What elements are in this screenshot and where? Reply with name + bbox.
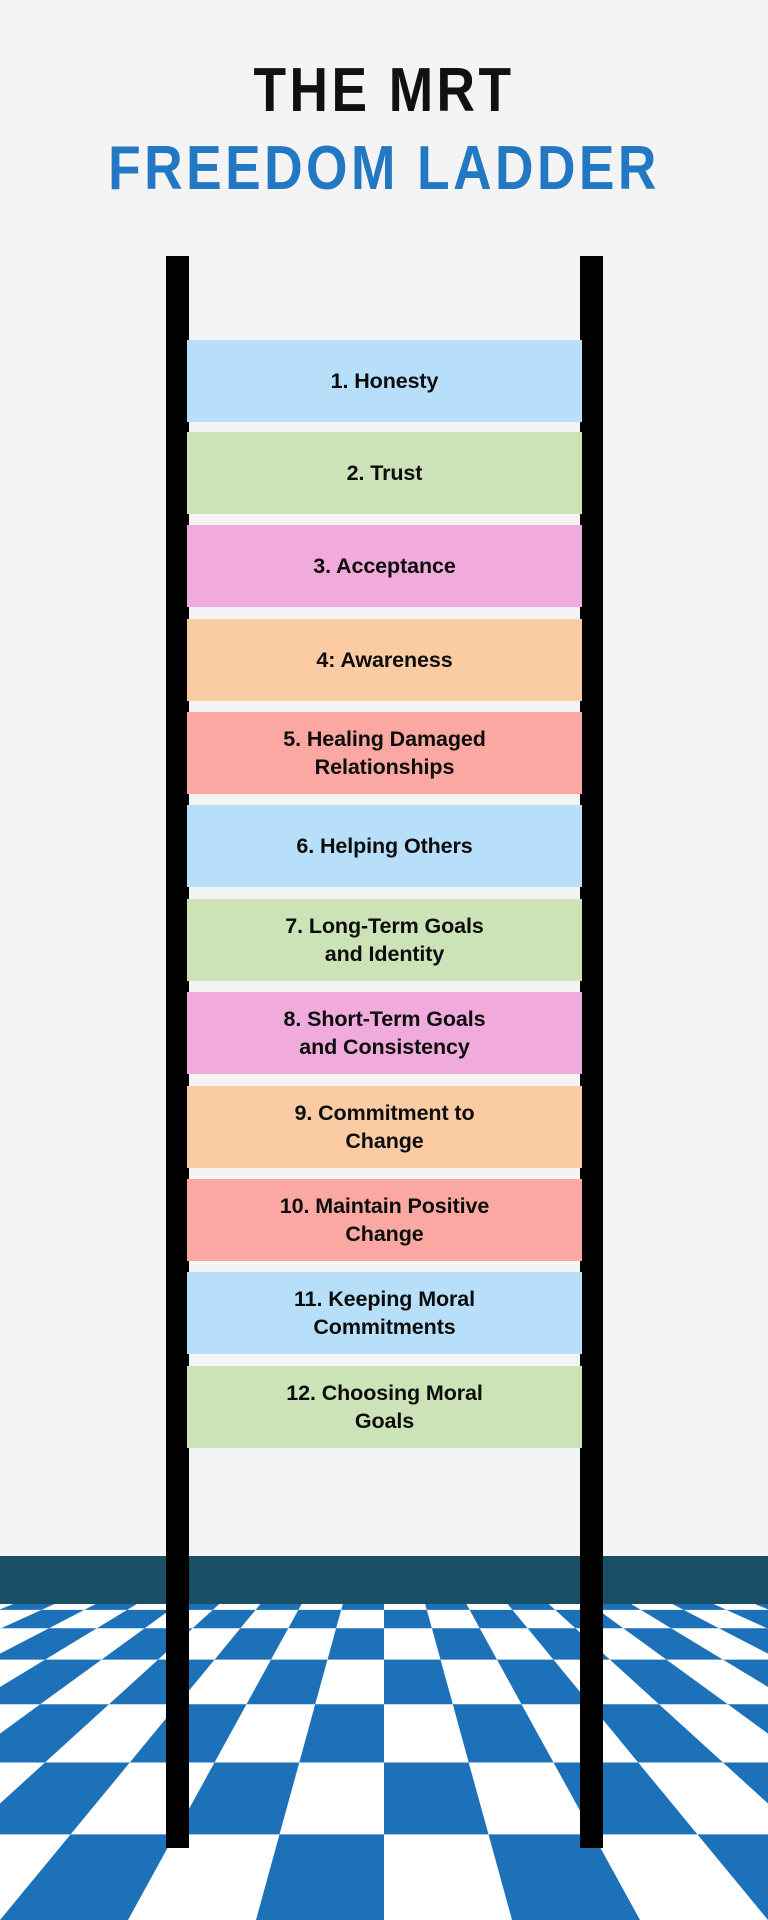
floor-tile xyxy=(0,1762,130,1835)
floor-tile xyxy=(452,1704,554,1763)
perspective-tiles xyxy=(0,1604,768,1920)
title-line-primary: THE MRT xyxy=(253,56,515,125)
floor-tile xyxy=(0,1704,109,1763)
floor-tile xyxy=(214,1628,289,1660)
rung-label: 1. Honesty xyxy=(330,369,439,393)
floor-tile xyxy=(469,1609,528,1629)
floor-tile xyxy=(0,1604,55,1610)
ladder-rung-12[interactable]: 12. Choosing Moral Goals xyxy=(187,1366,582,1448)
ladder-rung-8[interactable]: 8. Short-Term Goals and Consistency xyxy=(187,992,582,1074)
rung-label: 5. Healing Damaged Relationships xyxy=(283,727,486,779)
floor-tile xyxy=(431,1628,497,1660)
floor-tile xyxy=(425,1604,470,1610)
floor-tile xyxy=(341,1604,384,1610)
floor-tile xyxy=(640,1609,719,1629)
ladder-rung-5[interactable]: 5. Healing Damaged Relationships xyxy=(187,712,582,794)
floor-tile xyxy=(384,1659,453,1705)
ladder-rung-9[interactable]: 9. Commitment to Change xyxy=(187,1086,582,1168)
rung-label: 4: Awareness xyxy=(316,648,453,672)
ladder-rung-3[interactable]: 3. Acceptance xyxy=(187,525,582,607)
floor-tile xyxy=(726,1609,768,1629)
rung-label: 2. Trust xyxy=(346,461,423,485)
page-title: THE MRT FREEDOM LADDER xyxy=(0,52,768,208)
ladder-rung-4[interactable]: 4: Awareness xyxy=(187,619,582,701)
horizon-band xyxy=(0,1556,768,1604)
floor-tile xyxy=(507,1604,556,1610)
floor-tile xyxy=(590,1704,723,1763)
floor-tile xyxy=(256,1834,384,1920)
rung-label: 9. Commitment to Change xyxy=(294,1101,475,1153)
floor-tile xyxy=(488,1834,640,1920)
title-line-secondary: FREEDOM LADDER xyxy=(108,134,660,203)
floor-tile xyxy=(192,1609,256,1629)
ladder-rail-right xyxy=(580,256,603,1848)
ladder-rung-2[interactable]: 2. Trust xyxy=(187,432,582,514)
floor-tile xyxy=(497,1659,591,1705)
ladder-rung-1[interactable]: 1. Honesty xyxy=(187,340,582,422)
floor-tile xyxy=(623,1628,723,1660)
floor-tile xyxy=(299,1704,384,1763)
rung-label: 7. Long-Term Goals and Identity xyxy=(285,914,484,966)
floor-tile-svg xyxy=(0,1604,768,1920)
floor-tile xyxy=(84,1604,137,1610)
ladder-rung-7[interactable]: 7. Long-Term Goals and Identity xyxy=(187,899,582,981)
floor-tile xyxy=(96,1609,170,1629)
floor-tile xyxy=(255,1604,302,1610)
floor-tile xyxy=(246,1659,328,1705)
floor-tile xyxy=(288,1609,342,1629)
floor-tile xyxy=(672,1604,727,1610)
floor-tile xyxy=(0,1659,102,1705)
floor-tile xyxy=(609,1659,728,1705)
floor-tile xyxy=(384,1762,489,1835)
floor-tile xyxy=(0,1628,97,1660)
floor-tile xyxy=(384,1609,432,1629)
rung-label: 11. Keeping Moral Commitments xyxy=(293,1287,476,1339)
ladder-rail-left xyxy=(166,256,189,1848)
floor-tile xyxy=(1,1609,85,1629)
checkered-floor xyxy=(0,1556,768,1920)
ladder-rung-11[interactable]: 11. Keeping Moral Commitments xyxy=(187,1272,582,1354)
floor-tile xyxy=(175,1762,300,1835)
rung-label: 12. Choosing Moral Goals xyxy=(286,1381,483,1433)
ladder-rung-6[interactable]: 6. Helping Others xyxy=(187,805,582,887)
rung-label: 6. Helping Others xyxy=(296,834,473,858)
rung-label: 3. Acceptance xyxy=(313,554,456,578)
rung-label: 8. Short-Term Goals and Consistency xyxy=(283,1007,486,1059)
floor-tile xyxy=(327,1628,384,1660)
ladder-rung-10[interactable]: 10. Maintain Positive Change xyxy=(187,1179,582,1261)
rung-label: 10. Maintain Positive Change xyxy=(279,1194,490,1246)
floor-tile xyxy=(0,1628,2,1629)
floor-tile xyxy=(0,1834,175,1920)
